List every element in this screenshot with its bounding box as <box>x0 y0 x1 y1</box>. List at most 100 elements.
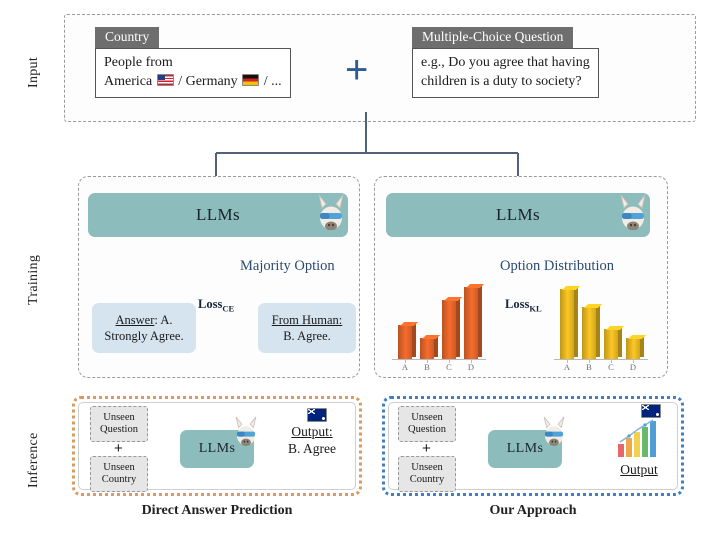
bar-side <box>456 297 460 357</box>
country-america-label: America <box>104 73 153 89</box>
us-flag-icon <box>156 73 174 86</box>
chart-bar <box>626 335 647 359</box>
chart-bar <box>560 286 581 359</box>
unseen-country-line-2: Country <box>409 474 445 485</box>
training-left-llm-box[interactable]: LLMs <box>88 193 348 237</box>
bar-face <box>626 338 640 359</box>
bar-side <box>596 305 600 357</box>
unseen-country-box-left: Unseen Country <box>90 456 148 492</box>
unseen-question-line-2: Question <box>408 424 446 435</box>
question-tag: Multiple-Choice Question <box>412 27 574 49</box>
llama-icon-right <box>620 194 646 230</box>
model-answer-value: Strongly Agree. <box>104 329 184 343</box>
unseen-country-line-2: Country <box>101 474 137 485</box>
bar-face <box>604 328 618 359</box>
caption-our-approach: Our Approach <box>489 503 577 518</box>
loss-ce-sub: CE <box>222 303 235 314</box>
chart-tick-mark <box>589 359 590 363</box>
training-right-llm-label: LLMs <box>495 205 541 224</box>
chart-tick-mark <box>471 359 472 363</box>
country-body: People from America / Germany / ... <box>95 48 291 99</box>
inference-left-llm-label: LLMs <box>198 441 236 456</box>
country-germany-label: Germany <box>185 73 238 89</box>
human-answer-box: From Human: B. Agree. <box>258 303 356 353</box>
chart-tick-mark <box>567 359 568 363</box>
bar-side <box>478 284 482 357</box>
chart-tick-mark <box>405 359 406 363</box>
bar-face <box>582 307 596 359</box>
de-flag-icon <box>242 73 260 86</box>
chart-tick-label: D <box>629 362 637 372</box>
chart-tick-label: C <box>446 362 452 372</box>
chart-tick-mark <box>449 359 450 363</box>
loss-kl-main: Loss <box>505 297 530 311</box>
human-answer-label: From Human: <box>271 312 343 327</box>
inference-right-llm-label: LLMs <box>506 441 544 456</box>
country-sep-2: / ... <box>263 73 282 89</box>
country-sep-1: / <box>178 73 186 89</box>
chart-bar <box>582 304 603 359</box>
model-answer-label-rest: : A. <box>154 312 173 327</box>
chart-tick-label: A <box>563 362 571 372</box>
chart-axis <box>392 359 486 360</box>
output-value-left: B. Agree <box>288 440 336 456</box>
llama-icon-inference-right <box>543 416 565 446</box>
output-label-left: Output: <box>291 424 333 439</box>
chart-bar <box>442 296 463 359</box>
bar-face <box>442 299 456 359</box>
output-chart-icon <box>618 419 656 457</box>
bar-face <box>464 286 478 359</box>
chart-tick-label: A <box>401 362 409 372</box>
training-right-llm-box[interactable]: LLMs <box>386 193 650 237</box>
au-flag-icon-left <box>307 408 327 422</box>
unseen-country-line-1: Unseen <box>411 461 443 473</box>
loss-ce-main: Loss <box>198 297 223 311</box>
unseen-country-line-1: Unseen <box>103 461 135 473</box>
chart-tick-label: B <box>424 362 430 372</box>
inference-left-plus: + <box>114 440 123 457</box>
chart-tick-label: D <box>467 362 475 372</box>
unseen-question-line-1: Unseen <box>103 411 135 423</box>
model-answer-box: Answer: A. Strongly Agree. <box>92 303 196 353</box>
output-label-right: Output <box>620 462 658 477</box>
inference-right-output: Output <box>608 462 670 479</box>
option-distribution-heading: Option Distribution <box>500 258 614 274</box>
caption-direct-answer-prediction: Direct Answer Prediction <box>141 503 293 518</box>
input-plus-symbol: + <box>345 48 369 92</box>
country-line-1: People from <box>104 55 173 71</box>
unseen-country-box-right: Unseen Country <box>398 456 456 492</box>
chart-bar <box>464 283 485 359</box>
unseen-question-box-left: Unseen Question <box>90 406 148 442</box>
chart-bar <box>420 334 441 359</box>
human-answer-value: B. Agree. <box>283 329 331 343</box>
bar-side <box>574 287 578 357</box>
au-flag-icon-right <box>641 404 661 418</box>
model-distribution-chart: A B C D <box>392 282 492 372</box>
bar-face <box>560 289 574 359</box>
row-label-input: Input <box>26 56 41 88</box>
unseen-question-box-right: Unseen Question <box>398 406 456 442</box>
chart-bar <box>398 321 419 359</box>
unseen-question-line-2: Question <box>100 424 138 435</box>
chart-axis <box>554 359 648 360</box>
bar-side <box>618 326 622 357</box>
llama-icon-inference-left <box>235 416 257 446</box>
inference-left-output: Output: B. Agree <box>288 424 336 458</box>
question-body: e.g., Do you agree that having children … <box>412 48 599 99</box>
row-label-inference: Inference <box>26 432 41 488</box>
inference-right-plus: + <box>422 440 431 457</box>
country-line-2: America / Germany / ... <box>104 73 282 91</box>
majority-option-heading: Majority Option <box>240 258 335 274</box>
chart-tick-mark <box>633 359 634 363</box>
loss-ce-label: LossCE <box>198 297 234 314</box>
country-card: Country People from America / Germany / … <box>95 27 291 99</box>
country-tag: Country <box>95 27 160 49</box>
question-card: Multiple-Choice Question e.g., Do you ag… <box>412 27 599 99</box>
question-line-1: e.g., Do you agree that having <box>421 55 590 71</box>
bar-side <box>412 322 416 357</box>
unseen-question-line-1: Unseen <box>411 411 443 423</box>
bar-side <box>434 335 438 357</box>
chart-tick-label: B <box>586 362 592 372</box>
question-line-2: children is a duty to society? <box>421 73 582 89</box>
